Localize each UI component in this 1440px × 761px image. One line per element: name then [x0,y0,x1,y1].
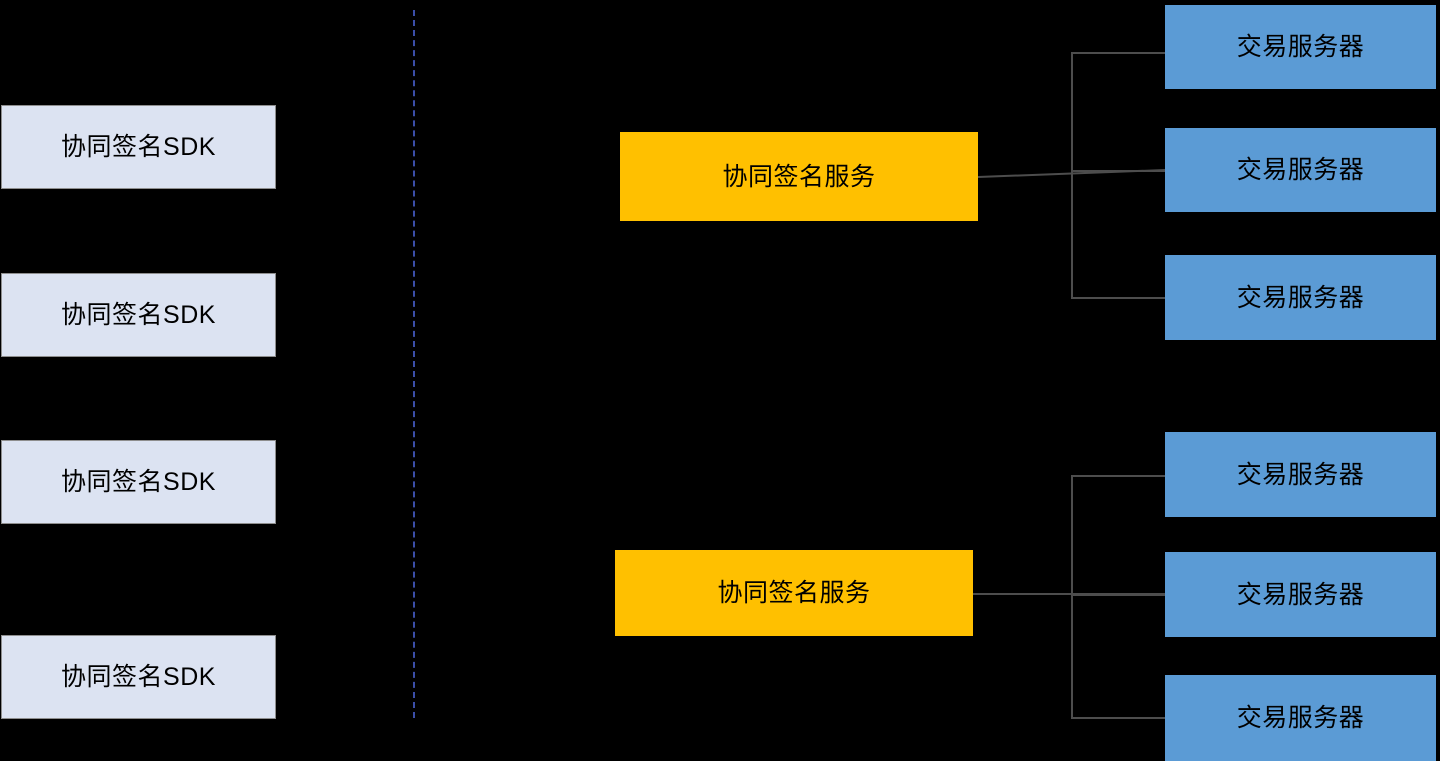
sdk-node-2-label: 协同签名SDK [61,301,216,329]
link-service-top-to-trunk [977,169,1166,178]
server-node-1-3-label: 交易服务器 [1236,283,1365,312]
server-node-1-1[interactable]: 交易服务器 [1165,5,1436,89]
server-node-2-1-label: 交易服务器 [1236,460,1365,489]
connector-trunk-2 [1071,475,1073,717]
server-node-2-1[interactable]: 交易服务器 [1165,432,1436,517]
sdk-node-2[interactable]: 协同签名SDK [1,273,276,357]
server-node-2-2[interactable]: 交易服务器 [1165,552,1436,637]
sdk-node-1[interactable]: 协同签名SDK [1,105,276,189]
sdk-node-4[interactable]: 协同签名SDK [1,635,276,719]
service-node-1-label: 协同签名服务 [722,162,876,191]
server-node-1-2[interactable]: 交易服务器 [1165,128,1436,212]
service-node-2-label: 协同签名服务 [717,579,871,607]
server-node-1-2-label: 交易服务器 [1236,156,1365,184]
vertical-dashed-divider [413,10,415,718]
connector-stub-2-3 [1071,717,1165,719]
sdk-node-4-label: 协同签名SDK [61,663,216,691]
service-node-2[interactable]: 协同签名服务 [615,550,973,636]
server-node-1-1-label: 交易服务器 [1236,33,1365,61]
link-service-bottom-to-trunk [973,593,1165,595]
connector-stub-1-1 [1071,52,1165,54]
connector-trunk-1 [1071,52,1073,297]
server-node-2-3-label: 交易服务器 [1236,704,1365,732]
server-node-2-2-label: 交易服务器 [1236,580,1365,609]
server-node-2-3[interactable]: 交易服务器 [1165,675,1436,761]
connector-stub-2-1 [1071,475,1165,477]
server-node-1-3[interactable]: 交易服务器 [1165,255,1436,340]
connector-stub-1-3 [1071,297,1165,299]
sdk-node-3-label: 协同签名SDK [61,468,216,496]
sdk-node-3[interactable]: 协同签名SDK [1,440,276,524]
service-node-1[interactable]: 协同签名服务 [620,132,978,221]
sdk-node-1-label: 协同签名SDK [61,133,216,161]
